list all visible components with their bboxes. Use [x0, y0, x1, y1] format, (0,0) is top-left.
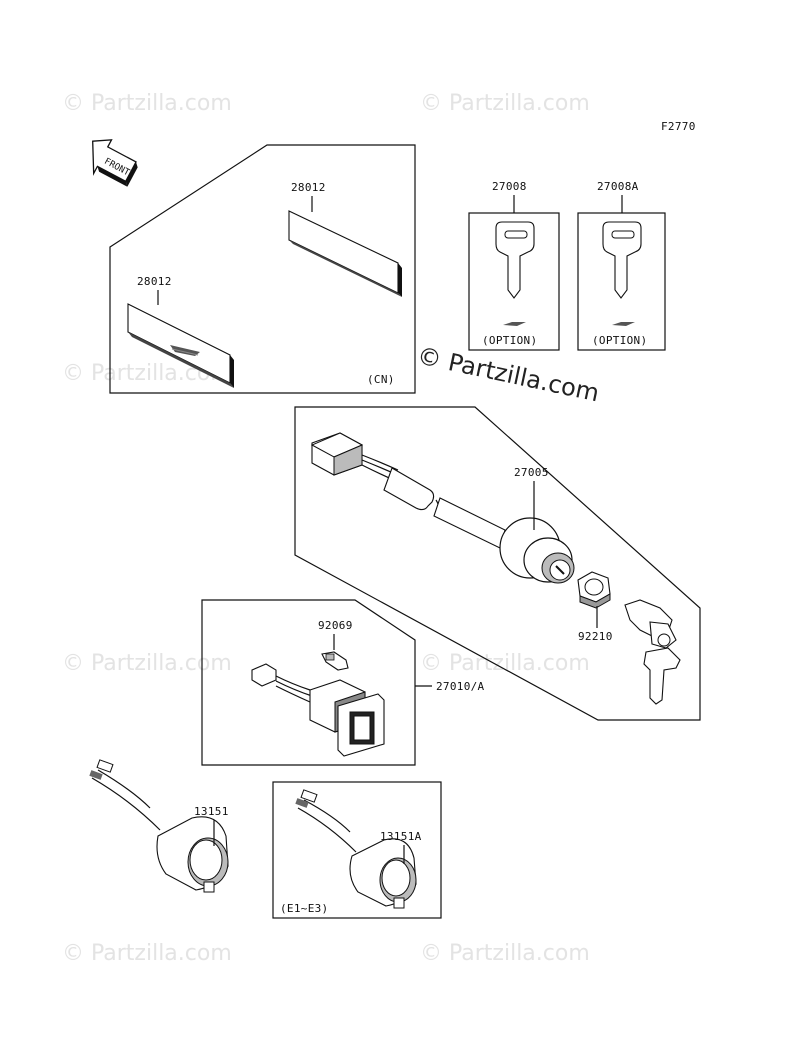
figure-code: F2770 — [661, 120, 696, 133]
part-label-13151: 13151 — [194, 805, 229, 818]
option-label-27008: (OPTION) — [482, 334, 537, 347]
part-label-92069: 92069 — [318, 619, 353, 632]
watermark: © Partzilla.com — [420, 941, 590, 966]
key-icon — [602, 221, 642, 299]
socket-13151: 13151 — [89, 759, 229, 893]
connector-icon — [310, 432, 364, 476]
switch-assy-icon — [309, 679, 385, 757]
socket-13151a-group: 13151A (E1~E3) — [272, 781, 442, 919]
reflector-group: 28012 28012 (CN) — [109, 144, 416, 394]
part-label-28012-top: 28012 — [291, 181, 326, 194]
part-label-27008: 27008 — [492, 180, 527, 193]
ignition-switch-icon — [499, 517, 575, 584]
bulb-icon — [321, 651, 349, 671]
part-label-28012-bottom: 28012 — [137, 275, 172, 288]
front-arrow-icon: FRONT — [92, 139, 138, 187]
key-box-27008a: 27008A (OPTION) — [577, 180, 666, 351]
ignition-switch-group: 27005 92210 — [294, 406, 701, 721]
socket-icon — [156, 816, 229, 893]
watermark: © Partzilla.com — [62, 941, 232, 966]
key-box-27008: 27008 (OPTION) — [468, 180, 560, 351]
nut-icon — [577, 571, 611, 609]
socket-icon — [349, 838, 417, 909]
background-watermarks: © Partzilla.com © Partzilla.com © Partzi… — [62, 91, 590, 966]
socket-a-note: (E1~E3) — [280, 902, 328, 915]
part-label-92210: 92210 — [578, 630, 613, 643]
key-icon — [495, 221, 535, 299]
watermark: © Partzilla.com — [420, 651, 590, 676]
kawasaki-mark-icon — [503, 322, 526, 326]
watermark: © Partzilla.com — [420, 91, 590, 116]
part-label-13151a: 13151A — [380, 830, 422, 843]
kawasaki-mark-icon — [612, 322, 635, 326]
copyright-watermark: © Partzilla.com — [415, 341, 602, 407]
watermark: © Partzilla.com — [62, 91, 232, 116]
part-label-27005: 27005 — [514, 466, 549, 479]
option-label-27008a: (OPTION) — [592, 334, 647, 347]
watermark: © Partzilla.com — [62, 651, 232, 676]
part-label-27010a: 27010/A — [436, 680, 485, 693]
svg-text:© Partzilla.com: © Partzilla.com — [415, 341, 602, 407]
kawasaki-logo-icon — [170, 345, 200, 356]
keys-icon — [624, 599, 681, 705]
connector-icon — [251, 663, 277, 687]
part-label-27008a: 27008A — [597, 180, 639, 193]
switch-assy-group: 92069 27010/A — [201, 599, 485, 766]
reflector-note: (CN) — [367, 373, 395, 386]
